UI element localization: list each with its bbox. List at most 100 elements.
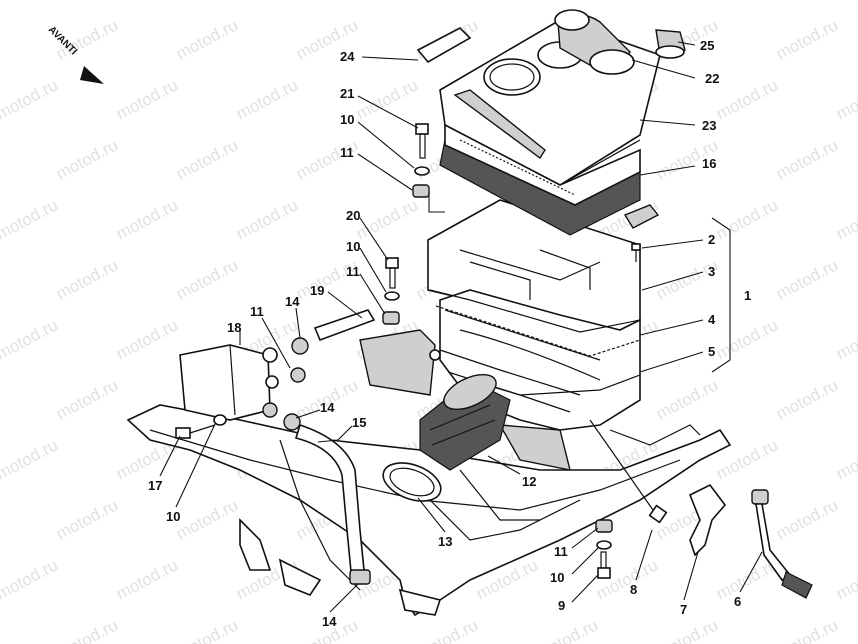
drain-pipe [751, 489, 813, 599]
bolt-lower [595, 519, 613, 579]
watermark-text: motod.ru [713, 195, 781, 243]
callout-3: 3 [708, 264, 715, 279]
callout-11: 11 [346, 264, 360, 279]
callout-10: 10 [346, 239, 360, 254]
watermark-text: motod.ru [773, 375, 841, 423]
watermark-text: motod.ru [173, 15, 241, 63]
watermark-text: motod.ru [713, 75, 781, 123]
rubber-cap [655, 29, 686, 59]
watermark-text: motod.ru [0, 615, 1, 644]
callout-14: 14 [322, 614, 337, 629]
bolt-left [175, 414, 227, 439]
watermark-text: motod.ru [0, 315, 61, 363]
callout-18: 18 [227, 320, 241, 335]
callout-25: 25 [700, 38, 714, 53]
drain-hose [294, 423, 371, 585]
watermark-text: motod.ru [233, 75, 301, 123]
watermark-text: motod.ru [653, 375, 721, 423]
watermark-text: motod.ru [533, 615, 601, 644]
callout-2: 2 [708, 232, 715, 247]
watermark-text: motod.ru [293, 255, 361, 303]
callout-10: 10 [166, 509, 180, 524]
watermark-text: motod.ru [833, 315, 858, 363]
callout-20: 20 [346, 208, 360, 223]
side-housing [179, 344, 279, 421]
watermark-text: motod.ru [113, 555, 181, 603]
watermark-text: motod.ru [0, 195, 61, 243]
callout-17: 17 [148, 478, 162, 493]
watermark-text: motod.ru [0, 15, 1, 63]
watermark-text: motod.ru [773, 615, 841, 644]
watermark-text: motod.ru [233, 0, 301, 4]
callout-13: 13 [438, 534, 452, 549]
watermark-text: motod.ru [473, 0, 541, 4]
clip-bracket [688, 483, 727, 557]
watermark-text: motod.ru [53, 255, 121, 303]
air-filter-element [439, 123, 641, 236]
hose-clamp [382, 462, 442, 502]
callout-1: 1 [744, 288, 751, 303]
watermark-text: motod.ru [0, 135, 1, 183]
watermark-text: motod.ru [173, 495, 241, 543]
callout-11: 11 [340, 145, 354, 160]
callout-11: 11 [250, 304, 264, 319]
grommets [262, 337, 309, 431]
callout-14: 14 [320, 400, 335, 415]
watermark-text: motod.ru [53, 495, 121, 543]
watermark-text: motod.ru [773, 15, 841, 63]
watermark-text: motod.ru [173, 615, 241, 644]
watermark-text: motod.ru [353, 75, 421, 123]
callout-24: 24 [340, 49, 355, 64]
watermark-text: motod.ru [0, 495, 1, 543]
watermark-text: motod.ru [413, 615, 481, 644]
watermark-text: motod.ru [593, 555, 661, 603]
intake-funnel [554, 9, 635, 75]
watermark-text: motod.ru [113, 75, 181, 123]
callout-5: 5 [708, 344, 715, 359]
callout-11: 11 [554, 544, 568, 559]
watermark-text: motod.ru [53, 615, 121, 644]
watermark-text: motod.ru [113, 315, 181, 363]
mounting-bracket [359, 329, 441, 396]
intake-boot [419, 373, 511, 471]
callout-4: 4 [708, 312, 716, 327]
callout-21: 21 [340, 86, 354, 101]
watermark-text: motod.ru [833, 435, 858, 483]
vent-stub [623, 204, 660, 229]
callout-15: 15 [352, 415, 366, 430]
callout-22: 22 [705, 71, 719, 86]
watermark-text: motod.ru [833, 195, 858, 243]
watermark-text: motod.ru [353, 0, 421, 4]
callout-6: 6 [734, 594, 741, 609]
watermark-text: motod.ru [653, 615, 721, 644]
watermark-text: motod.ru [53, 135, 121, 183]
callout-9: 9 [558, 598, 565, 613]
watermark-text: motod.ru [53, 375, 121, 423]
watermark-text: motod.ru [0, 0, 61, 4]
watermark-text: motod.ru [593, 0, 661, 4]
watermark-text: motod.ru [773, 135, 841, 183]
watermark-text: motod.ru [833, 75, 858, 123]
watermark-text: motod.ru [353, 195, 421, 243]
callout-8: 8 [630, 582, 637, 597]
decal [416, 27, 472, 64]
watermark-text: motod.ru [0, 375, 1, 423]
watermark-text: motod.ru [0, 555, 61, 603]
callout-7: 7 [680, 602, 687, 617]
bolt-middle [382, 257, 400, 325]
callout-10: 10 [550, 570, 564, 585]
callout-14: 14 [285, 294, 300, 309]
watermark-text: motod.ru [113, 0, 181, 4]
leader-lines [159, 41, 763, 613]
watermark-text: motod.ru [833, 555, 858, 603]
callout-labels: 24 21 10 11 20 10 11 19 14 18 11 14 15 1… [148, 38, 751, 629]
watermark-text: motod.ru [713, 315, 781, 363]
watermark-text: motod.ru [833, 0, 858, 4]
group-bracket [711, 217, 731, 373]
callout-23: 23 [702, 118, 716, 133]
watermark-text: motod.ru [173, 135, 241, 183]
watermark-text: motod.ru [113, 195, 181, 243]
callout-19: 19 [310, 283, 324, 298]
watermark-text: motod.ru [713, 0, 781, 4]
